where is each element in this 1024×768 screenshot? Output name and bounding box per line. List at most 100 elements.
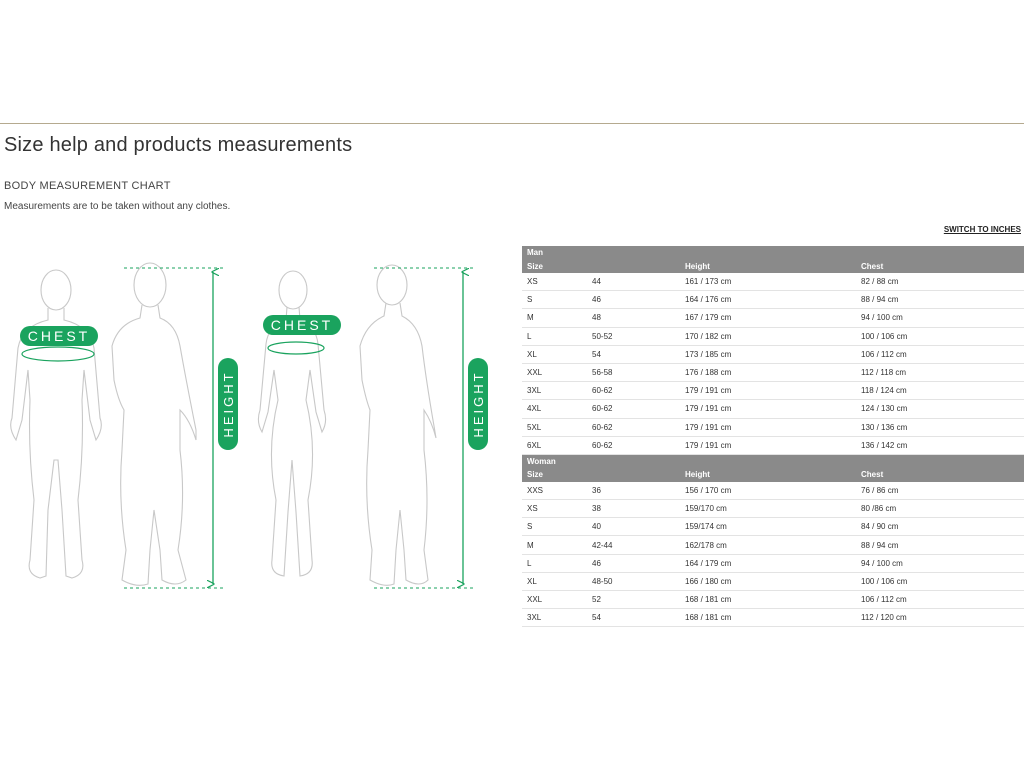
cell-height: 179 / 191 cm xyxy=(680,399,856,419)
cell-size: 5XL xyxy=(522,418,587,437)
cell-eu: 42-44 xyxy=(587,535,680,555)
cell-height: 156 / 170 cm xyxy=(680,481,856,501)
male-back-figure xyxy=(111,262,197,586)
cell-height: 162/178 cm xyxy=(680,535,856,555)
cell-height: 159/174 cm xyxy=(680,517,856,537)
cell-chest: 118 / 124 cm xyxy=(856,381,1024,401)
cell-height: 170 / 182 cm xyxy=(680,327,856,346)
cell-chest: 88 / 94 cm xyxy=(856,535,1024,555)
cell-height: 164 / 176 cm xyxy=(680,290,856,310)
cell-height: 179 / 191 cm xyxy=(680,418,856,437)
cell-eu: 56-58 xyxy=(587,363,680,383)
column-header-blank xyxy=(587,259,680,273)
cell-size: XXL xyxy=(522,590,587,610)
switch-to-inches-link[interactable]: SWITCH TO INCHES xyxy=(943,225,1021,234)
cell-chest: 106 / 112 cm xyxy=(856,590,1024,610)
cell-eu: 60-62 xyxy=(587,418,680,437)
cell-size: L xyxy=(522,327,587,346)
cell-size: 3XL xyxy=(522,608,587,628)
cell-size: XXL xyxy=(522,363,587,383)
page-title: Size help and products measurements xyxy=(4,134,353,156)
male-height-badge xyxy=(218,358,238,450)
cell-eu: 44 xyxy=(587,273,680,292)
cell-chest: 100 / 106 cm xyxy=(856,327,1024,346)
section-title: BODY MEASUREMENT CHART xyxy=(4,180,171,192)
cell-chest: 88 / 94 cm xyxy=(856,290,1024,310)
female-chest-badge xyxy=(263,315,341,335)
male-chest-loop xyxy=(21,346,95,362)
column-header-height: Height xyxy=(680,259,856,273)
column-header-chest: Chest xyxy=(856,259,1024,273)
column-header-size: Size xyxy=(522,467,587,482)
cell-size: M xyxy=(522,535,587,555)
cell-eu: 54 xyxy=(587,608,680,628)
cell-height: 164 / 179 cm xyxy=(680,554,856,573)
cell-chest: 100 / 106 cm xyxy=(856,572,1024,592)
cell-chest: 76 / 86 cm xyxy=(856,481,1024,501)
cell-size: 4XL xyxy=(522,399,587,419)
female-chest-label: CHEST xyxy=(271,317,333,333)
cell-eu: 60-62 xyxy=(587,436,680,455)
cell-chest: 124 / 130 cm xyxy=(856,399,1024,419)
group-header-row: Man xyxy=(522,246,1024,259)
group-name: Woman xyxy=(522,454,1024,468)
cell-size: XS xyxy=(522,499,587,519)
female-back-figure xyxy=(359,264,437,586)
cell-chest: 94 / 100 cm xyxy=(856,554,1024,573)
cell-eu: 60-62 xyxy=(587,399,680,419)
cell-height: 179 / 191 cm xyxy=(680,436,856,455)
cell-chest: 112 / 120 cm xyxy=(856,608,1024,628)
header-divider xyxy=(0,123,1024,124)
cell-eu: 52 xyxy=(587,590,680,610)
cell-eu: 36 xyxy=(587,481,680,501)
cell-size: XL xyxy=(522,345,587,364)
cell-eu: 50-52 xyxy=(587,327,680,346)
cell-size: XL xyxy=(522,572,587,592)
cell-chest: 80 /86 cm xyxy=(856,499,1024,519)
cell-eu: 40 xyxy=(587,517,680,537)
cell-size: L xyxy=(522,554,587,573)
group-header-row: Woman xyxy=(522,454,1024,468)
cell-chest: 106 / 112 cm xyxy=(856,345,1024,364)
female-chest-loop xyxy=(267,341,325,355)
cell-chest: 130 / 136 cm xyxy=(856,418,1024,437)
cell-eu: 48-50 xyxy=(587,572,680,592)
cell-chest: 84 / 90 cm xyxy=(856,517,1024,537)
cell-height: 173 / 185 cm xyxy=(680,345,856,364)
cell-size: XS xyxy=(522,273,587,292)
cell-height: 167 / 179 cm xyxy=(680,308,856,328)
group-name: Man xyxy=(522,246,1024,259)
cell-size: S xyxy=(522,517,587,537)
cell-height: 168 / 181 cm xyxy=(680,608,856,628)
female-front-figure xyxy=(257,270,327,577)
body-measurement-illustration: CHEST CHEST HEIGHT HEIGHT xyxy=(10,262,488,589)
cell-height: 159/170 cm xyxy=(680,499,856,519)
cell-height: 176 / 188 cm xyxy=(680,363,856,383)
cell-height: 166 / 180 cm xyxy=(680,572,856,592)
female-height-badge xyxy=(468,358,488,450)
column-header-height: Height xyxy=(680,467,856,482)
cell-chest: 94 / 100 cm xyxy=(856,308,1024,328)
cell-eu: 46 xyxy=(587,290,680,310)
column-header-size: Size xyxy=(522,259,587,273)
column-header-chest: Chest xyxy=(856,467,1024,482)
male-chest-label: CHEST xyxy=(28,328,90,344)
